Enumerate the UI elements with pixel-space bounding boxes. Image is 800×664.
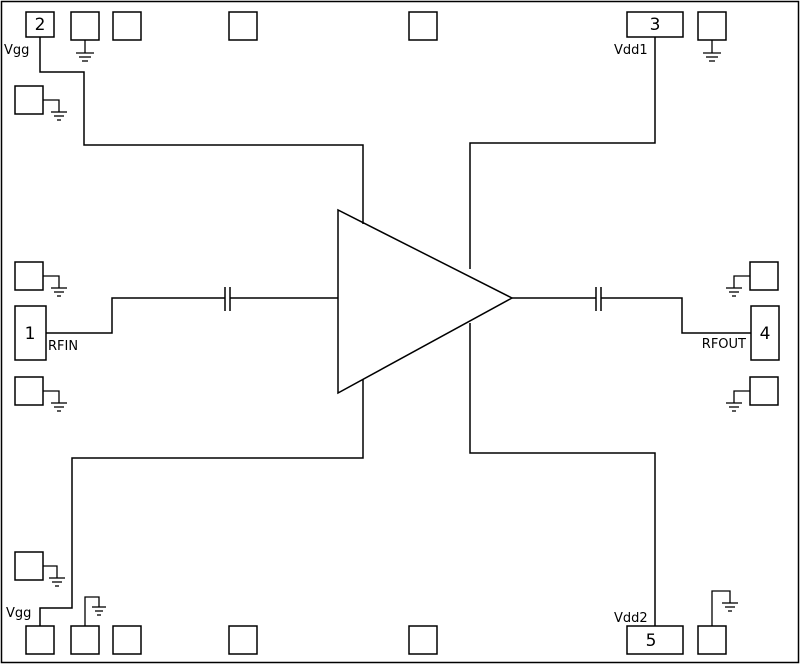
pin-5-label: Vdd2 bbox=[614, 611, 648, 626]
vgg-bottom-label: Vgg bbox=[6, 606, 31, 621]
ground-pad bbox=[14, 85, 44, 115]
ground-pad bbox=[697, 625, 727, 655]
pin-3-label: Vdd1 bbox=[614, 43, 648, 58]
unused-pad bbox=[228, 625, 258, 655]
ground-pad bbox=[14, 376, 44, 406]
ground-icon bbox=[726, 275, 750, 297]
unused-pad bbox=[112, 625, 142, 655]
pin-4-label: RFOUT bbox=[702, 337, 746, 352]
rfin-trace bbox=[46, 287, 338, 334]
vgg-bottom-pad bbox=[25, 625, 55, 655]
ground-icon bbox=[76, 40, 94, 62]
pin-1-label: RFIN bbox=[48, 339, 78, 354]
ground-pad bbox=[749, 376, 779, 406]
vdd1-trace bbox=[469, 37, 656, 269]
pin-2-label: Vgg bbox=[4, 43, 29, 58]
ground-icon bbox=[43, 565, 65, 587]
pin-2-number: 2 bbox=[35, 15, 46, 35]
ground-pad bbox=[70, 11, 100, 41]
ground-pad bbox=[14, 261, 44, 291]
vdd2-trace bbox=[469, 323, 656, 626]
pin-2-pad bbox=[25, 11, 55, 38]
pin-3-pad bbox=[626, 11, 684, 38]
ground-pad bbox=[14, 551, 44, 581]
ground-icon bbox=[43, 275, 67, 297]
ground-pad bbox=[697, 11, 727, 41]
ground-pad bbox=[749, 261, 779, 291]
unused-pad bbox=[112, 11, 142, 41]
unused-pad bbox=[408, 11, 438, 41]
pin-4-pad bbox=[750, 305, 780, 361]
ground-icon bbox=[43, 390, 67, 412]
vgg-top-trace bbox=[39, 37, 364, 224]
ground-icon bbox=[703, 40, 721, 62]
vgg-bottom-trace bbox=[39, 379, 364, 626]
unused-pad bbox=[408, 625, 438, 655]
rfout-trace bbox=[512, 287, 751, 334]
ground-icon bbox=[43, 99, 67, 121]
ground-pad bbox=[70, 625, 100, 655]
ground-icon bbox=[84, 596, 106, 626]
pin-1-number: 1 bbox=[25, 324, 36, 344]
pin-1-pad bbox=[14, 305, 47, 361]
ground-icon bbox=[711, 590, 738, 626]
unused-pad bbox=[228, 11, 258, 41]
ground-icon bbox=[726, 390, 750, 412]
pin-5-pad bbox=[626, 625, 684, 655]
pin-4-number: 4 bbox=[760, 324, 771, 344]
pin-5-number: 5 bbox=[646, 631, 657, 651]
pin-3-number: 3 bbox=[650, 15, 661, 35]
amplifier-symbol bbox=[337, 208, 514, 395]
